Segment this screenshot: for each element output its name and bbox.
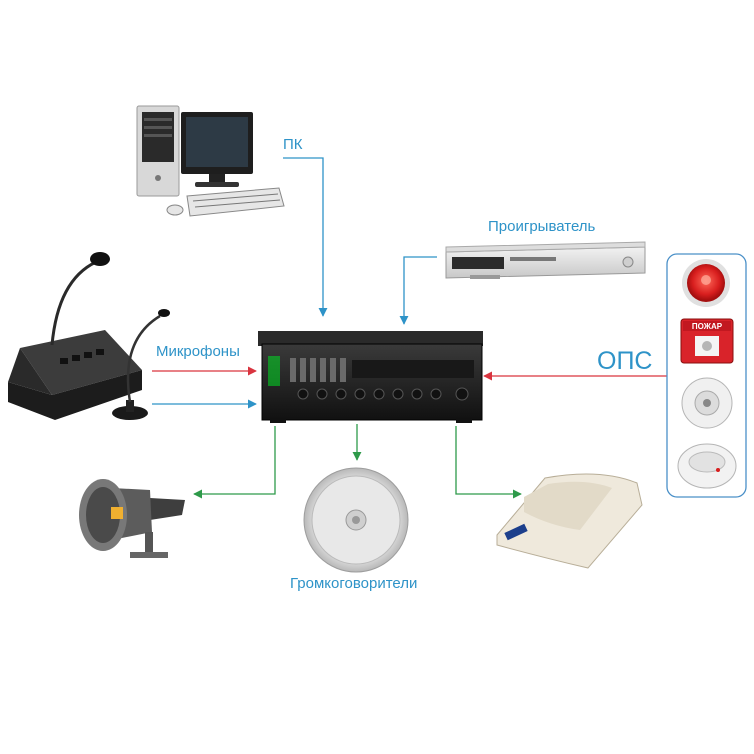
ops-panel: ПОЖАР xyxy=(666,253,747,498)
fire-alarm-button-icon: ПОЖАР xyxy=(680,318,734,364)
arrow-pc-to-amplifier xyxy=(283,157,328,317)
arrow-player-to-amplifier xyxy=(399,256,437,325)
wall-speaker-icon xyxy=(496,473,643,569)
arrow-amp-to-horn xyxy=(193,426,276,499)
pc-label: ПК xyxy=(283,136,303,153)
fire-button-label: ПОЖАР xyxy=(692,322,723,331)
connections xyxy=(152,157,667,499)
horn-speaker-icon xyxy=(79,479,185,558)
ceiling-speaker-icon xyxy=(303,467,409,573)
cd-player-icon xyxy=(445,241,646,279)
ops-label: ОПС xyxy=(597,347,653,375)
desktop-pc-icon xyxy=(136,105,285,217)
conference-microphone-icon xyxy=(8,252,142,420)
fire-siren-icon xyxy=(682,259,730,307)
player-label: Проигрыватель xyxy=(488,218,596,235)
speakers-label: Громкоговорители xyxy=(290,575,418,592)
microphones-label: Микрофоны xyxy=(156,343,240,360)
heat-detector-icon xyxy=(681,377,733,429)
gooseneck-microphone-icon xyxy=(112,309,170,420)
amplifier-icon xyxy=(258,331,483,423)
arrow-amp-to-wall xyxy=(455,426,522,499)
smoke-detector-icon xyxy=(677,443,737,489)
